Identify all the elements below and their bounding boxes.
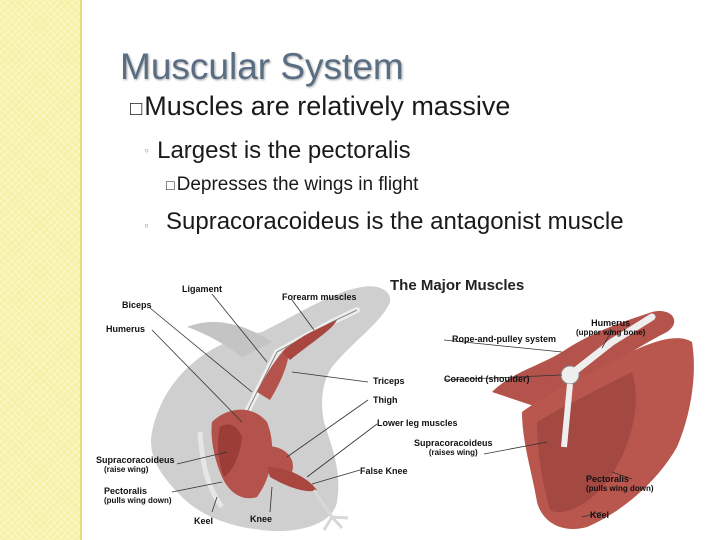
- forearm-muscle: [282, 320, 337, 360]
- label-false-knee: False Knee: [360, 466, 408, 476]
- circle-bullet-icon: ◦: [144, 217, 149, 233]
- label-pectoralis-note: (pulls wing down): [104, 496, 172, 505]
- label-knee: Knee: [250, 514, 273, 524]
- square-bullet-icon: □: [166, 178, 175, 194]
- bullet-text: Supracoracoideus is the antagonist muscl…: [166, 208, 624, 235]
- decorative-side-strip: [0, 0, 80, 540]
- muscle-diagram: The Major Muscles Ligament Biceps Humeru…: [92, 272, 720, 540]
- label-rope-pulley: Rope-and-pulley system: [452, 334, 557, 344]
- bullet-level2: ◦ Largest is the pectoralis: [144, 137, 411, 165]
- bullet-level1: □Muscles are relatively massive: [130, 91, 510, 122]
- bullet-level2: Supracoracoideus is the antagonist muscl…: [166, 206, 636, 238]
- lower-leg-muscle: [267, 467, 317, 492]
- label-biceps: Biceps: [122, 300, 152, 310]
- label-lower-leg-muscles: Lower leg muscles: [377, 418, 458, 428]
- label-humerus-right: Humerus (upper wing bone): [576, 318, 645, 338]
- leader-lines: [149, 293, 633, 518]
- label-ligament: Ligament: [182, 284, 223, 294]
- label-humerus-right-name: Humerus: [591, 318, 631, 328]
- label-thigh: Thigh: [373, 395, 398, 405]
- label-supracoracoideus: Supracoracoideus (raise wing): [96, 455, 175, 475]
- label-keel: Keel: [194, 516, 214, 526]
- label-pectoralis-name: Pectoralis: [104, 486, 148, 496]
- keel-bone: [197, 431, 225, 509]
- supracoracoideus-muscle: [217, 424, 242, 477]
- square-bullet-icon: □: [130, 98, 143, 120]
- label-pectoralis: Pectoralis (pulls wing down): [104, 486, 172, 506]
- bird-silhouette: [151, 286, 391, 532]
- triceps-muscle: [257, 347, 289, 400]
- detail-humerus-bone: [566, 313, 656, 379]
- label-pectoralis-right-name: Pectoralis: [586, 474, 630, 484]
- label-pectoralis-right-note: (pulls wing down): [586, 484, 654, 493]
- bird-head-shape: [187, 322, 272, 357]
- bullet-text: Depresses the wings in flight: [176, 174, 419, 195]
- label-humerus: Humerus: [106, 324, 146, 334]
- figure-heading: The Major Muscles: [390, 277, 525, 294]
- bullet-level3: □Depresses the wings in flight: [166, 174, 418, 196]
- label-coracoid: Coracoid (shoulder): [444, 374, 530, 384]
- bullet-text: Largest is the pectoralis: [157, 137, 411, 164]
- label-supracoracoideus-right-name: Supracoracoideus: [414, 438, 493, 448]
- bullet-text: Muscles are relatively massive: [144, 91, 511, 121]
- label-keel-right: Keel: [590, 510, 610, 520]
- label-pectoralis-right: Pectoralis (pulls wing down): [586, 474, 654, 494]
- side-strip-edge: [80, 0, 82, 540]
- label-humerus-right-note: (upper wing bone): [576, 328, 646, 337]
- label-supracoracoideus-right: Supracoracoideus (raises wing): [414, 438, 493, 458]
- slide-title: Muscular System: [120, 46, 404, 87]
- detail-supracoracoideus-muscle: [537, 372, 636, 513]
- label-supracoracoideus-name: Supracoracoideus: [96, 455, 175, 465]
- label-supracoracoideus-right-note: (raises wing): [428, 448, 478, 457]
- muscle-diagram-drawing: [149, 286, 694, 532]
- detail-coracoid-shaft: [561, 383, 573, 448]
- label-supracoracoideus-note: (raise wing): [104, 465, 149, 474]
- label-triceps: Triceps: [373, 376, 405, 386]
- circle-bullet-icon: ◦: [144, 143, 150, 159]
- thigh-muscle: [257, 446, 293, 474]
- foot-bones: [312, 489, 349, 531]
- label-forearm-muscles: Forearm muscles: [282, 292, 357, 302]
